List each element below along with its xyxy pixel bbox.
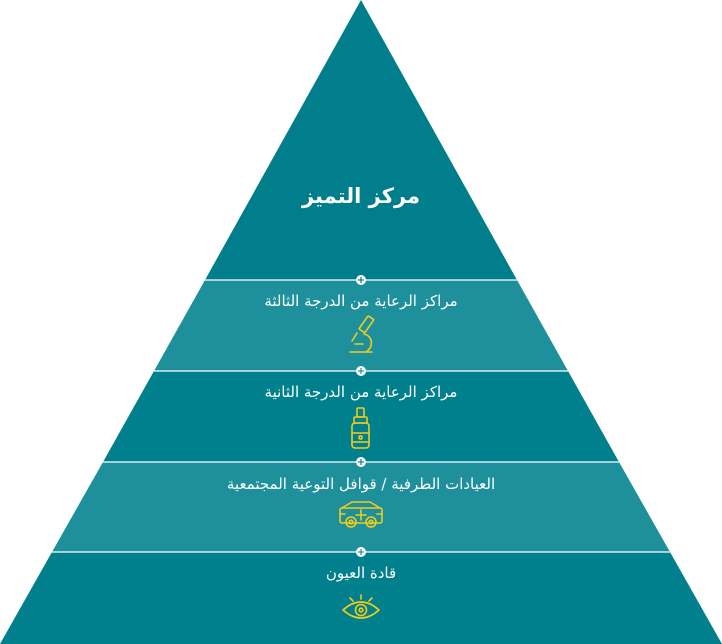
pyramid-tier-3	[52, 462, 670, 552]
divider-node-3	[356, 457, 366, 467]
tier-3-label: العيادات الطرفية / قوافل التوعية المجتمع…	[226, 475, 496, 493]
eye-drops-bottle-icon	[351, 407, 370, 449]
divider-node-1	[356, 275, 366, 285]
pyramid-apex	[205, 0, 517, 280]
tier-1-label: مراكز الرعاية من الدرجة الثالثة	[264, 292, 458, 310]
apex-title: مركز التميز	[301, 184, 421, 208]
tier-4-label: قادة العيون	[325, 564, 397, 582]
mobile-clinic-van-icon	[339, 501, 383, 528]
microscope-icon	[349, 315, 375, 353]
divider-node-4	[356, 547, 366, 557]
tier-2-label: مراكز الرعاية من الدرجة الثانية	[264, 383, 458, 401]
eye-icon	[342, 594, 380, 619]
divider-node-2	[356, 366, 366, 376]
